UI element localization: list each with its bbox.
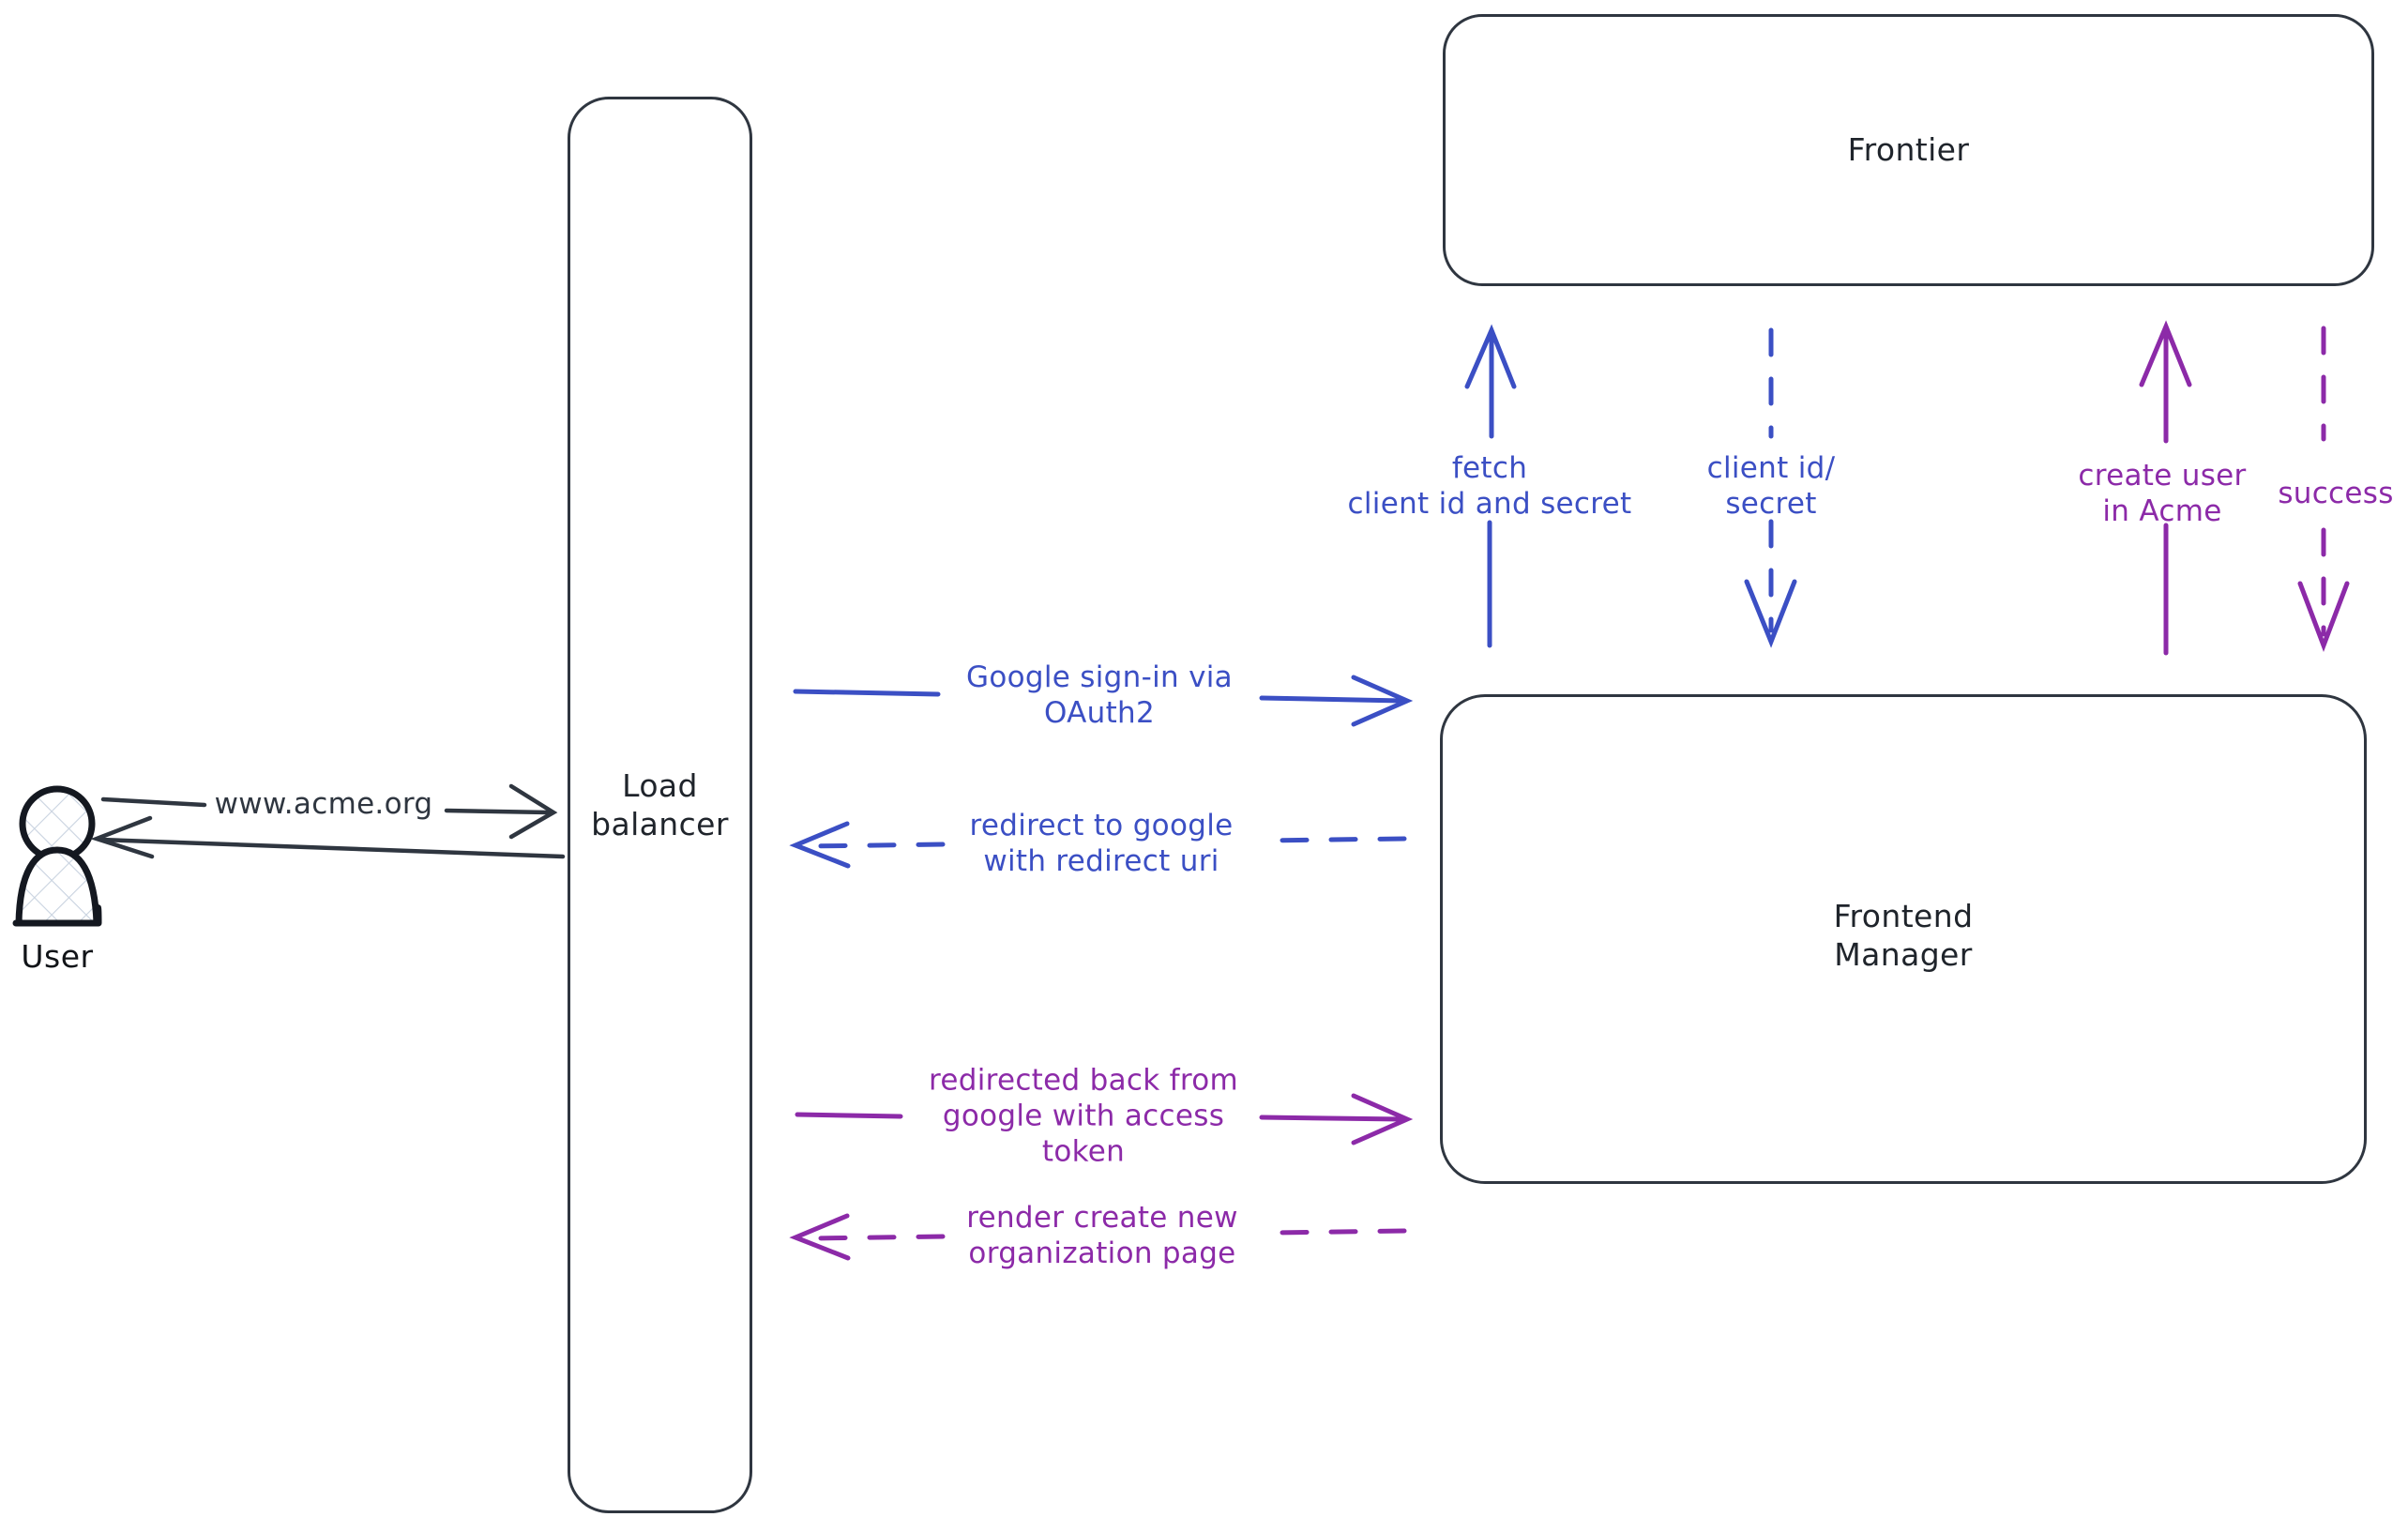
node-load-balancer-label: Load balancer — [591, 766, 729, 842]
user-person-icon — [12, 785, 102, 927]
edge-fm-to-lb-redirect — [789, 821, 1407, 869]
edge-frontier-to-fm-success — [2297, 326, 2350, 653]
edge-lb-to-user — [90, 815, 566, 859]
node-load-balancer[interactable]: Load balancer — [568, 97, 752, 1513]
edge-fm-to-frontier-createuser — [2139, 320, 2192, 656]
actor-user-label: User — [21, 938, 94, 975]
edge-frontier-to-fm-creds — [1744, 327, 1797, 648]
edge-fm-to-frontier-fetch — [1464, 324, 1517, 648]
node-frontend-manager[interactable]: Frontend Manager — [1440, 694, 2367, 1184]
edge-lb-to-fm-token — [795, 1093, 1414, 1145]
node-frontend-manager-label: Frontend Manager — [1833, 898, 1974, 974]
node-frontier-label: Frontier — [1847, 131, 1970, 169]
edge-fm-to-lb-render — [789, 1213, 1407, 1261]
node-frontier[interactable]: Frontier — [1443, 14, 2374, 286]
edge-user-to-lb — [100, 783, 558, 840]
edge-lb-to-fm-signin — [793, 675, 1414, 727]
